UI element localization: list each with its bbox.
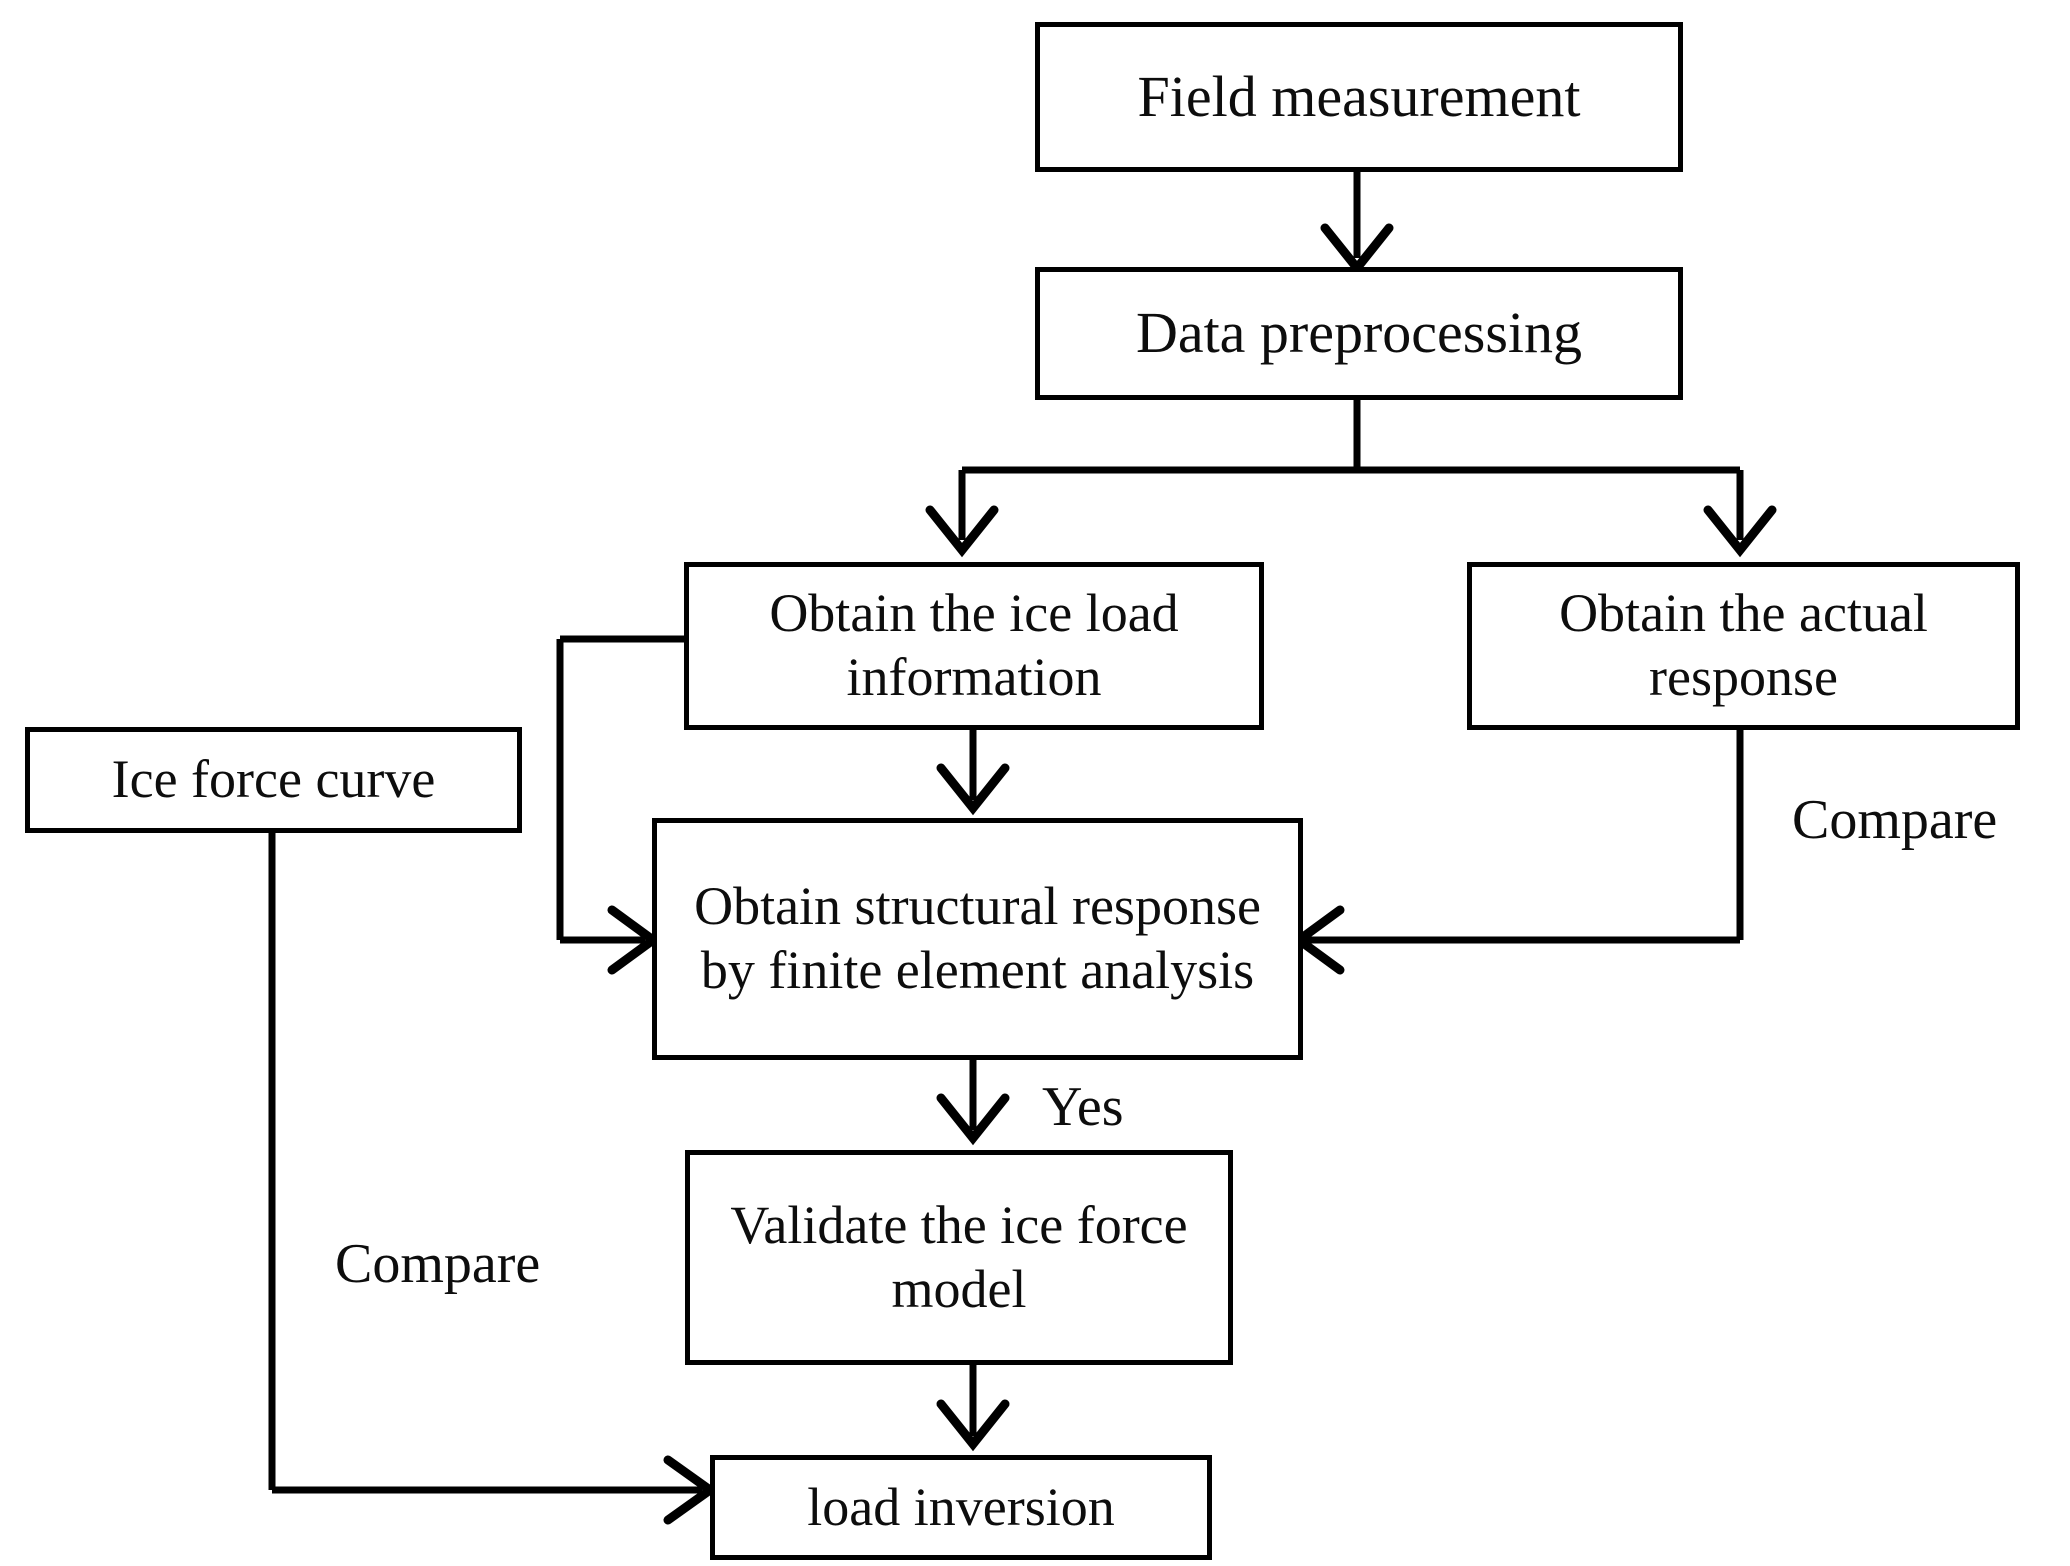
- edge-field-to-preprocessing: [1320, 172, 1394, 276]
- node-obtain-actual-response-label: Obtain the actual response: [1559, 583, 1928, 707]
- edge-preprocessing-split: [925, 400, 1777, 558]
- node-obtain-actual-response[interactable]: Obtain the actual response: [1467, 562, 2020, 730]
- node-ice-force-curve-label: Ice force curve: [111, 749, 436, 810]
- node-obtain-structural-response[interactable]: Obtain structural response by finite ele…: [652, 818, 1303, 1060]
- edge-structural-to-validate: [936, 1060, 1010, 1146]
- arrow-head: [936, 763, 1010, 816]
- node-load-inversion-label: load inversion: [807, 1476, 1115, 1537]
- node-field-measurement-label: Field measurement: [1137, 63, 1581, 129]
- node-obtain-ice-load-information[interactable]: Obtain the ice load information: [684, 562, 1264, 730]
- node-field-measurement[interactable]: Field measurement: [1035, 22, 1683, 172]
- node-data-preprocessing[interactable]: Data preprocessing: [1035, 267, 1683, 400]
- node-obtain-structural-response-label: Obtain structural response by finite ele…: [694, 876, 1261, 1000]
- edge-label-compare-right: Compare: [1792, 789, 1998, 851]
- arrow-head: [936, 1399, 1010, 1452]
- node-validate-ice-force-model-label: Validate the ice force model: [730, 1194, 1188, 1319]
- edge-validate-to-loadinversion: [936, 1365, 1010, 1452]
- arrow-head-right: [1703, 505, 1777, 558]
- arrow-head: [936, 1093, 1010, 1146]
- node-obtain-ice-load-information-label: Obtain the ice load information: [769, 583, 1179, 707]
- edge-actualresponse-to-structural: [1291, 730, 1744, 975]
- arrow-head-left: [925, 505, 999, 558]
- edge-label-yes: Yes: [1042, 1076, 1124, 1138]
- node-ice-force-curve[interactable]: Ice force curve: [25, 727, 522, 833]
- edge-iceload-to-structural: [936, 730, 1010, 816]
- edge-label-compare-left: Compare: [335, 1233, 541, 1295]
- node-validate-ice-force-model[interactable]: Validate the ice force model: [685, 1150, 1233, 1365]
- node-data-preprocessing-label: Data preprocessing: [1135, 300, 1583, 366]
- node-load-inversion[interactable]: load inversion: [710, 1455, 1212, 1560]
